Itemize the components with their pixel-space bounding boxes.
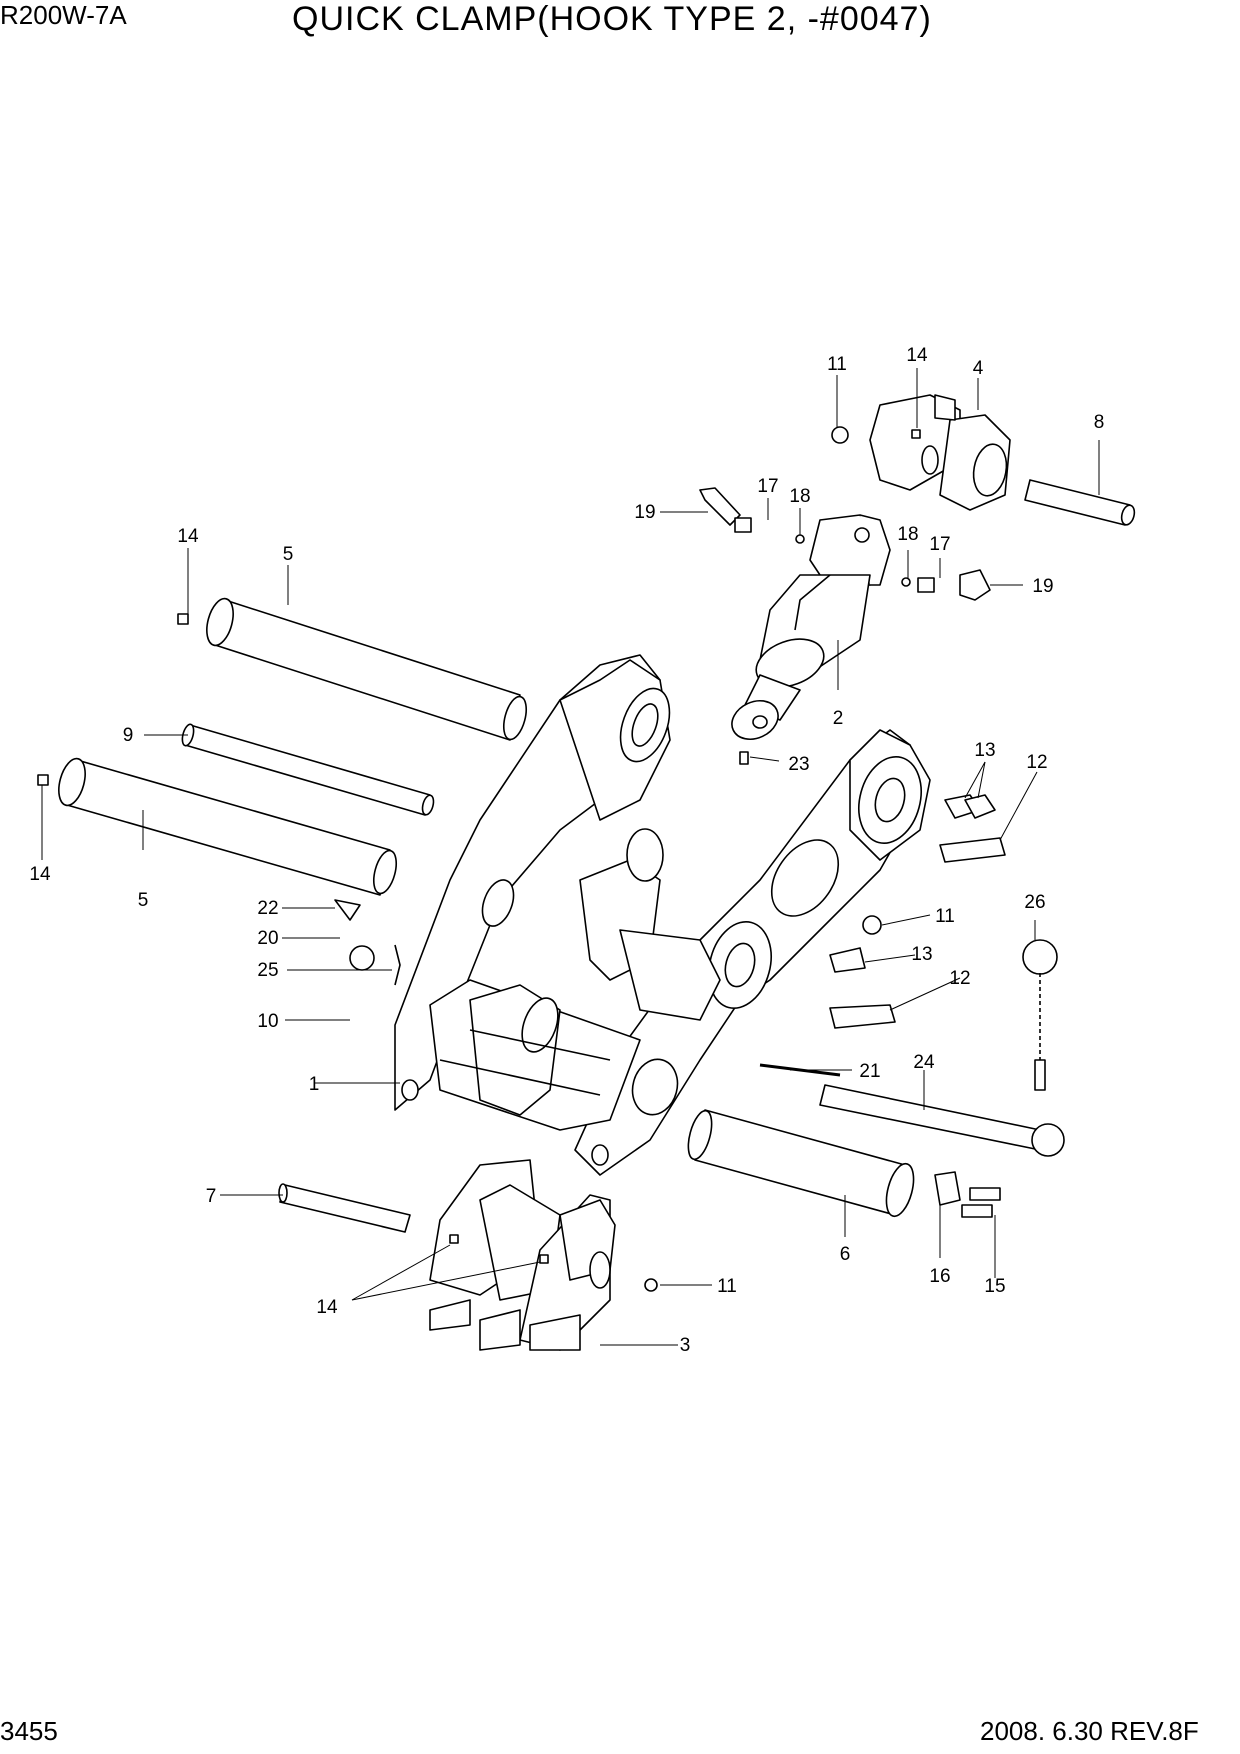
callout-17: 17 xyxy=(757,476,778,497)
callout-9: 9 xyxy=(123,725,134,746)
model-code: R200W-7A xyxy=(0,0,127,30)
pin-6 xyxy=(694,1109,906,1216)
callout-3: 3 xyxy=(680,1335,691,1356)
callout-18: 18 xyxy=(789,486,810,507)
pin-5-upper xyxy=(214,599,521,741)
callout-11: 11 xyxy=(935,906,955,927)
callout-2: 2 xyxy=(833,708,844,729)
callout-24: 24 xyxy=(913,1052,935,1073)
bolt-15-b xyxy=(961,1204,993,1218)
washer-18-right xyxy=(901,577,911,587)
callout-23: 23 xyxy=(788,754,809,775)
callout-14: 14 xyxy=(29,864,51,885)
elbow-19-left xyxy=(699,487,741,526)
pin-25 xyxy=(394,944,401,986)
plate-16 xyxy=(934,1171,961,1206)
page-number: 3455 xyxy=(0,1716,58,1746)
callout-22: 22 xyxy=(257,898,278,919)
grease-nipple-14-d xyxy=(449,1234,459,1244)
callout-20: 20 xyxy=(257,928,278,949)
callout-5: 5 xyxy=(283,544,294,565)
callout-25: 25 xyxy=(257,960,278,981)
callout-17: 17 xyxy=(929,534,950,555)
o-ring-11-mid xyxy=(862,915,882,935)
callout-19: 19 xyxy=(634,502,655,523)
callout-21: 21 xyxy=(859,1061,880,1082)
pull-ring-26 xyxy=(1022,939,1058,975)
pin-24 xyxy=(819,1084,1041,1151)
callout-26: 26 xyxy=(1024,892,1045,913)
callout-8: 8 xyxy=(1094,412,1105,433)
plug-23 xyxy=(739,751,749,765)
grease-nipple-14-b xyxy=(37,774,49,786)
callout-10: 10 xyxy=(257,1011,278,1032)
bolt-15-a xyxy=(969,1187,1001,1201)
callout-14: 14 xyxy=(906,345,928,366)
hook-part xyxy=(429,1159,616,1351)
pin-7 xyxy=(279,1184,411,1233)
bolt-12-top xyxy=(939,837,1006,863)
nut-13-top-b xyxy=(964,794,996,819)
washer-18-left xyxy=(795,534,805,544)
callout-16: 16 xyxy=(929,1266,950,1287)
callout-1: 1 xyxy=(309,1074,320,1095)
page-title: QUICK CLAMP(HOOK TYPE 2, -#0047) xyxy=(292,0,932,38)
snap-ring-10 xyxy=(349,945,375,971)
fitting-17-right xyxy=(917,577,935,593)
frame-body xyxy=(394,654,931,1176)
pin-8 xyxy=(1024,479,1131,526)
callout-15: 15 xyxy=(984,1276,1005,1297)
elbow-19-right xyxy=(959,569,991,601)
callout-13: 13 xyxy=(974,740,995,761)
callout-19: 19 xyxy=(1032,576,1053,597)
callout-14: 14 xyxy=(316,1297,338,1318)
grease-nipple-14-a xyxy=(177,613,189,625)
nut-13-mid xyxy=(829,947,866,973)
plate-22 xyxy=(334,899,361,921)
revision-date: 2008. 6.30 REV.8F xyxy=(980,1716,1199,1746)
callout-6: 6 xyxy=(840,1244,851,1265)
grease-nipple-14-e xyxy=(539,1254,549,1264)
callout-13: 13 xyxy=(911,944,932,965)
callout-11: 11 xyxy=(717,1276,737,1297)
top-bracket xyxy=(869,394,1011,511)
callout-14: 14 xyxy=(177,526,199,547)
grease-nipple-14-c xyxy=(911,429,921,439)
callout-11: 11 xyxy=(827,354,847,375)
callout-12: 12 xyxy=(1026,752,1047,773)
o-ring-11-bottom xyxy=(644,1278,658,1292)
callout-18: 18 xyxy=(897,524,918,545)
o-ring-11-top xyxy=(831,426,849,444)
callout-4: 4 xyxy=(973,358,984,379)
hydraulic-cylinder xyxy=(731,514,891,741)
fitting-17-left xyxy=(734,517,752,533)
callout-12: 12 xyxy=(949,968,970,989)
callout-7: 7 xyxy=(206,1186,217,1207)
callout-5: 5 xyxy=(138,890,149,911)
bolt-12-mid xyxy=(829,1004,896,1029)
leader-lines xyxy=(41,368,1100,1346)
